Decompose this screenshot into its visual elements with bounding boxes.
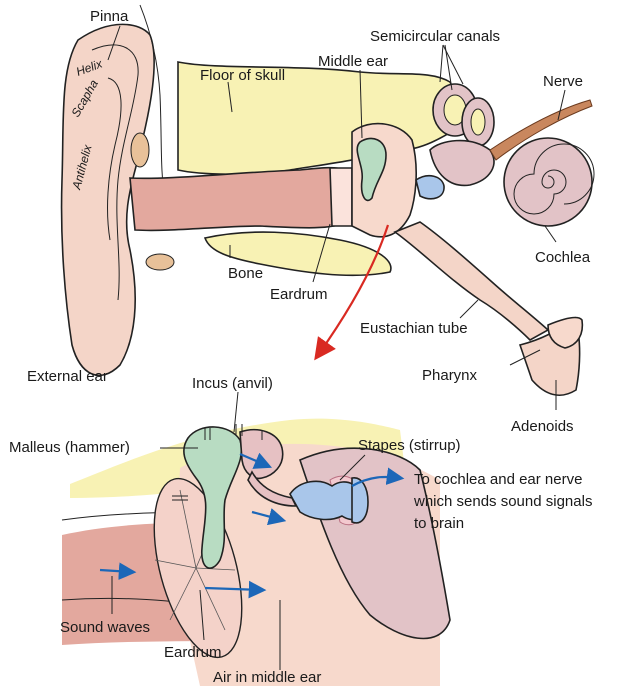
pinna-cartilage-2 — [146, 254, 174, 270]
label-to-cochlea-3: to brain — [414, 515, 464, 532]
label-eustachian-tube: Eustachian tube — [360, 320, 468, 337]
cochlea-shape — [504, 138, 594, 226]
label-air-in-middle-ear: Air in middle ear — [213, 669, 321, 686]
label-malleus: Malleus (hammer) — [9, 439, 130, 456]
label-pinna: Pinna — [90, 8, 129, 25]
label-floor-of-skull: Floor of skull — [200, 67, 285, 84]
label-to-cochlea-1: To cochlea and ear nerve — [414, 471, 582, 488]
label-sound-waves: Sound waves — [60, 619, 150, 636]
pinna-cartilage-1 — [131, 133, 149, 167]
label-incus: Incus (anvil) — [192, 375, 273, 392]
label-semicircular-canals: Semicircular canals — [370, 28, 500, 45]
label-external-ear: External ear — [27, 368, 108, 385]
label-cochlea: Cochlea — [535, 249, 591, 266]
label-stapes: Stapes (stirrup) — [358, 437, 461, 454]
label-bone: Bone — [228, 265, 263, 282]
label-adenoids: Adenoids — [511, 418, 574, 435]
label-middle-ear: Middle ear — [318, 53, 388, 70]
label-eardrum-bottom: Eardrum — [164, 644, 222, 661]
ear-canal — [130, 168, 348, 231]
stapes-top — [416, 176, 444, 199]
label-nerve: Nerve — [543, 73, 583, 90]
label-eardrum-top: Eardrum — [270, 286, 328, 303]
eardrum-top-shape — [330, 168, 352, 226]
incus-bottom — [240, 430, 283, 479]
label-pharynx: Pharynx — [422, 367, 478, 384]
label-to-cochlea-2: which sends sound signals — [413, 493, 592, 510]
